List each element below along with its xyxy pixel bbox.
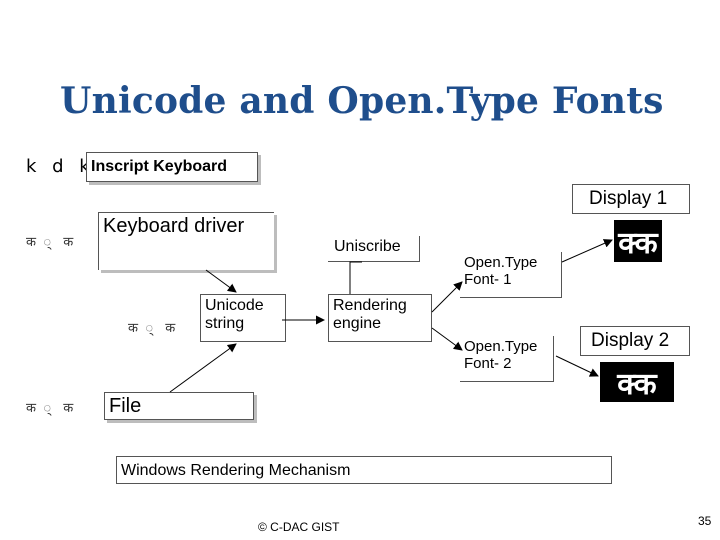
arrow-driver-to-unicode	[205, 269, 237, 293]
arrow-font2-to-display2	[555, 355, 599, 377]
unicode-string-box: Unicode string	[200, 294, 286, 342]
page-number: 35	[698, 514, 712, 528]
devanagari-sequence-1: क ् क	[26, 235, 78, 250]
display1-box: Display 1	[572, 184, 690, 214]
kdk-keys: k d k	[26, 156, 95, 177]
inscript-keyboard-box: Inscript Keyboard	[86, 152, 258, 182]
footer-credit: © C-DAC GIST	[258, 520, 340, 534]
uniscribe-box: Uniscribe	[328, 236, 420, 262]
arrow-rendering-to-font2	[431, 327, 463, 351]
slide-title: Unicode and Open.Type Fonts	[60, 80, 664, 122]
opentype-font1-box: Open.Type Font- 1	[460, 252, 562, 298]
arrow-font1-to-display1	[561, 239, 613, 263]
arrow-file-to-unicode	[169, 343, 237, 393]
rendering-engine-box: Rendering engine	[328, 294, 432, 342]
devanagari-sequence-3: क ् क	[26, 401, 78, 416]
display2-box: Display 2	[580, 326, 690, 356]
keyboard-driver-box: Keyboard driver	[98, 212, 274, 270]
opentype-font2-box: Open.Type Font- 2	[460, 336, 554, 382]
devanagari-sequence-2: क ् क	[128, 321, 180, 336]
display1-glyph: क्क	[614, 220, 662, 262]
callout-uniscribe	[349, 261, 362, 294]
file-box: File	[104, 392, 254, 420]
windows-rendering-box: Windows Rendering Mechanism	[116, 456, 612, 484]
display2-glyph: क्क	[600, 362, 674, 402]
arrow-rendering-to-font1	[431, 281, 463, 313]
